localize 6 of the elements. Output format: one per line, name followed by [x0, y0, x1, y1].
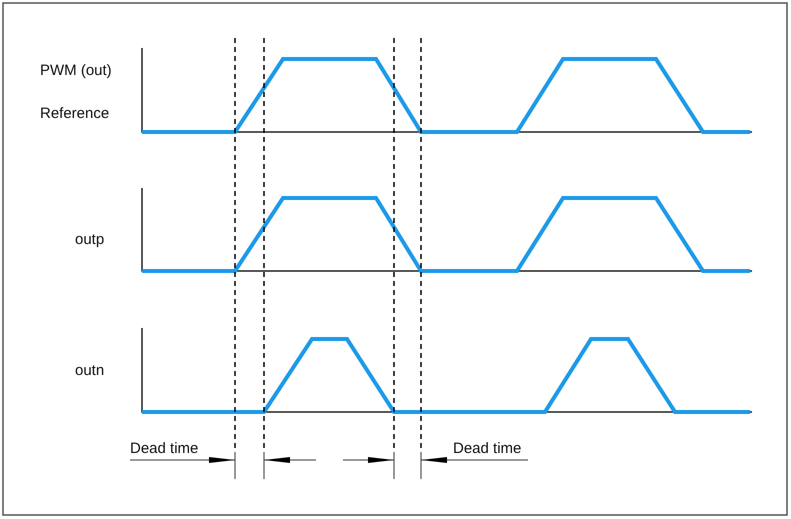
signal-label: Reference: [40, 105, 110, 123]
signal-label: outp: [75, 231, 104, 249]
dimension-label: Dead time: [453, 440, 522, 458]
signal-label: PWM (out): [40, 62, 112, 80]
dimension-label: Dead time: [130, 440, 198, 458]
signal-label: outn: [75, 362, 104, 380]
